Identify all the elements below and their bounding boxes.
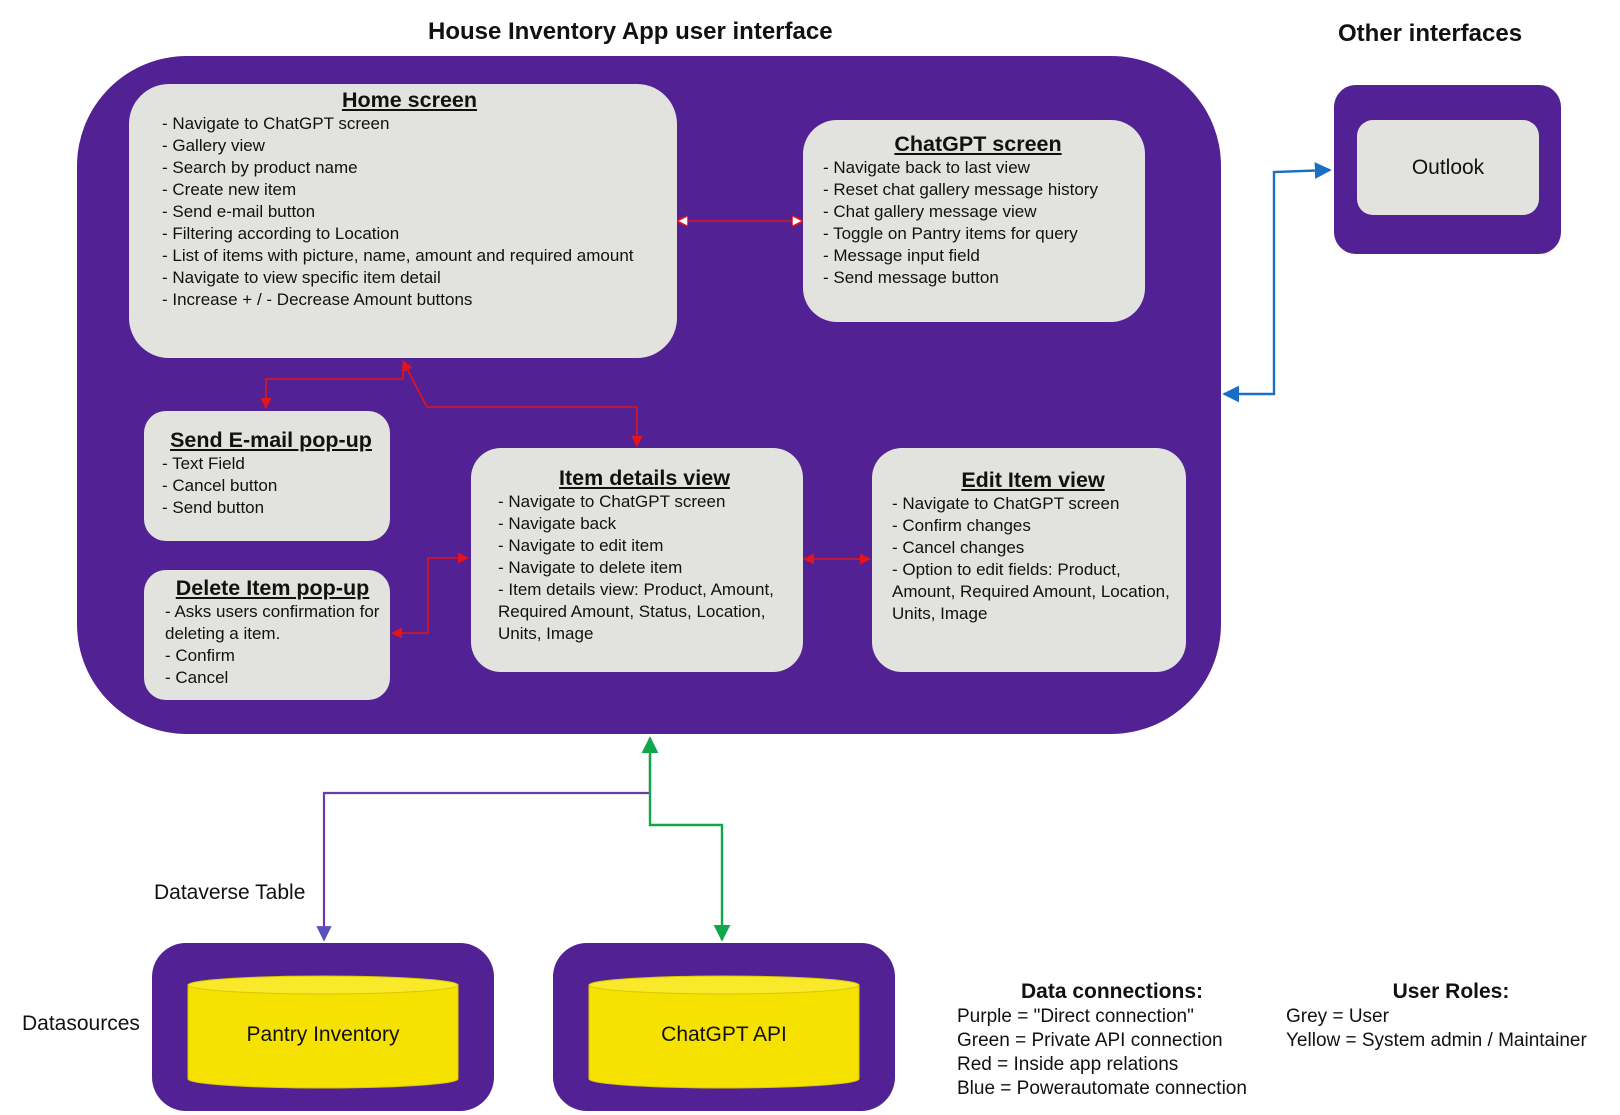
list-item: - Send e-mail button <box>162 202 316 221</box>
delete-item-popup-features: - Asks users confirmation for deleting a… <box>165 601 380 689</box>
chatgpt-screen-card: ChatGPT screen - Navigate back to last v… <box>803 120 1145 322</box>
list-item: - Navigate to ChatGPT screen <box>892 494 1120 513</box>
delete-item-popup-title: Delete Item pop-up <box>175 576 370 600</box>
list-item: - Send message button <box>823 268 999 287</box>
edit-item-view-card: Edit Item view - Navigate to ChatGPT scr… <box>872 448 1186 672</box>
home-email-connector <box>260 366 404 410</box>
list-item: - Cancel <box>165 668 229 687</box>
item-details-view-card: Item details view - Navigate to ChatGPT … <box>471 448 803 672</box>
list-item: - Navigate to view specific item detail <box>162 268 441 287</box>
home-screen-features: - Navigate to ChatGPT screen - Gallery v… <box>162 113 657 311</box>
home-details-connector <box>402 360 643 448</box>
send-email-popup-title: Send E-mail pop-up <box>170 428 372 452</box>
pantry-inventory-database-icon: Pantry Inventory <box>187 975 459 1095</box>
legend-line: Purple = "Direct connection" <box>957 1006 1194 1027</box>
legend-line: Blue = Powerautomate connection <box>957 1078 1247 1099</box>
data-connections-title: Data connections: <box>1020 980 1204 1003</box>
list-item: - Increase + / - Decrease Amount buttons <box>162 290 473 309</box>
list-item: - Gallery view <box>162 136 265 155</box>
app-chatgpt-api-connector <box>641 736 731 942</box>
app-pantry-connector <box>316 736 658 942</box>
list-item: - Search by product name <box>162 158 358 177</box>
app-ui-title: House Inventory App user interface <box>428 18 833 45</box>
list-item: - Navigate back to last view <box>823 158 1030 177</box>
user-roles-title: User Roles: <box>1392 980 1510 1003</box>
dataverse-table-label: Dataverse Table <box>154 881 306 904</box>
list-item: - Chat gallery message view <box>823 202 1037 221</box>
data-connections-legend: Data connections: Purple = "Direct conne… <box>957 979 1267 1101</box>
item-details-view-title: Item details view <box>559 466 730 490</box>
list-item: - List of items with picture, name, amou… <box>162 246 634 265</box>
legend-line: Red = Inside app relations <box>957 1054 1179 1075</box>
pantry-inventory-label: Pantry Inventory <box>246 1023 400 1046</box>
list-item: - Create new item <box>162 180 297 199</box>
list-item: - Reset chat gallery message history <box>823 180 1098 199</box>
list-item: - Toggle on Pantry items for query <box>823 224 1078 243</box>
legend-line: Grey = User <box>1286 1006 1389 1027</box>
list-item: - Navigate to edit item <box>498 536 664 555</box>
home-screen-card: Home screen - Navigate to ChatGPT screen… <box>129 84 677 358</box>
list-item: - Navigate to ChatGPT screen <box>498 492 726 511</box>
list-item: - Filtering according to Location <box>162 224 400 243</box>
app-outlook-connector <box>1222 162 1332 403</box>
item-details-view-features: - Navigate to ChatGPT screen - Navigate … <box>498 491 791 645</box>
edit-item-view-title: Edit Item view <box>961 468 1105 492</box>
list-item: - Send button <box>162 498 265 517</box>
datasources-label: Datasources <box>22 1012 140 1035</box>
list-item: - Cancel changes <box>892 538 1025 557</box>
legend-line: Green = Private API connection <box>957 1030 1223 1051</box>
chatgpt-api-label: ChatGPT API <box>661 1023 787 1046</box>
chatgpt-screen-title: ChatGPT screen <box>894 132 1062 156</box>
list-item: - Text Field <box>162 454 245 473</box>
legend-line: Yellow = System admin / Maintainer <box>1286 1030 1587 1051</box>
chatgpt-api-database-icon: ChatGPT API <box>588 975 860 1095</box>
send-email-popup-card: Send E-mail pop-up - Text Field - Cancel… <box>144 411 390 541</box>
list-item: - Asks users confirmation for deleting a… <box>165 602 380 643</box>
list-item: - Navigate to delete item <box>498 558 683 577</box>
list-item: - Confirm <box>165 646 235 665</box>
list-item: - Navigate back <box>498 514 617 533</box>
chatgpt-screen-features: - Navigate back to last view - Reset cha… <box>823 157 1133 289</box>
list-item: - Message input field <box>823 246 980 265</box>
home-screen-title: Home screen <box>341 88 478 112</box>
list-item: - Confirm changes <box>892 516 1031 535</box>
list-item: - Cancel button <box>162 476 278 495</box>
list-item: - Item details view: Product, Amount, Re… <box>498 580 774 643</box>
edit-item-view-features: - Navigate to ChatGPT screen - Confirm c… <box>892 493 1174 625</box>
list-item: - Option to edit fields: Product, Amount… <box>892 560 1170 623</box>
delete-item-popup-card: Delete Item pop-up - Asks users confirma… <box>144 570 390 700</box>
user-roles-legend: User Roles: Grey = User Yellow = System … <box>1286 979 1616 1053</box>
send-email-popup-features: - Text Field - Cancel button - Send butt… <box>162 453 380 519</box>
list-item: - Navigate to ChatGPT screen <box>162 114 390 133</box>
outlook-card: Outlook <box>1357 120 1539 215</box>
delete-details-connector <box>390 552 470 639</box>
other-interfaces-title: Other interfaces <box>1338 20 1523 47</box>
